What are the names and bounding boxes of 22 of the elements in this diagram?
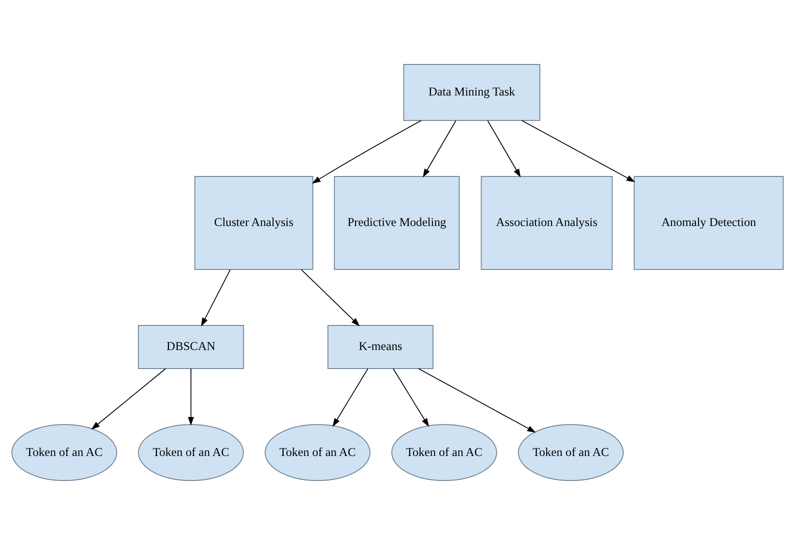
node-ellipse: Token of an AC [264,424,370,481]
node-box: Association Analysis [480,176,613,270]
arrow [521,120,636,182]
node-box: Predictive Modeling [334,176,460,270]
arrow [91,368,166,430]
node-box: K-means [327,325,434,369]
arrow [392,368,429,427]
node-box: Anomaly Detection [634,176,784,270]
arrow [332,368,368,427]
node-ellipse: Token of an AC [391,424,498,481]
arrow [487,120,521,178]
arrow [418,368,536,433]
arrow [312,120,422,184]
arrow [300,269,360,326]
node-box: DBSCAN [138,325,244,369]
node-ellipse: Token of an AC [11,424,118,481]
node-box: Data Mining Task [403,64,540,121]
node-ellipse: Token of an AC [138,424,244,481]
arrow [201,269,231,326]
arrow [188,368,194,426]
arrow [422,120,456,178]
node-box: Cluster Analysis [194,176,314,270]
